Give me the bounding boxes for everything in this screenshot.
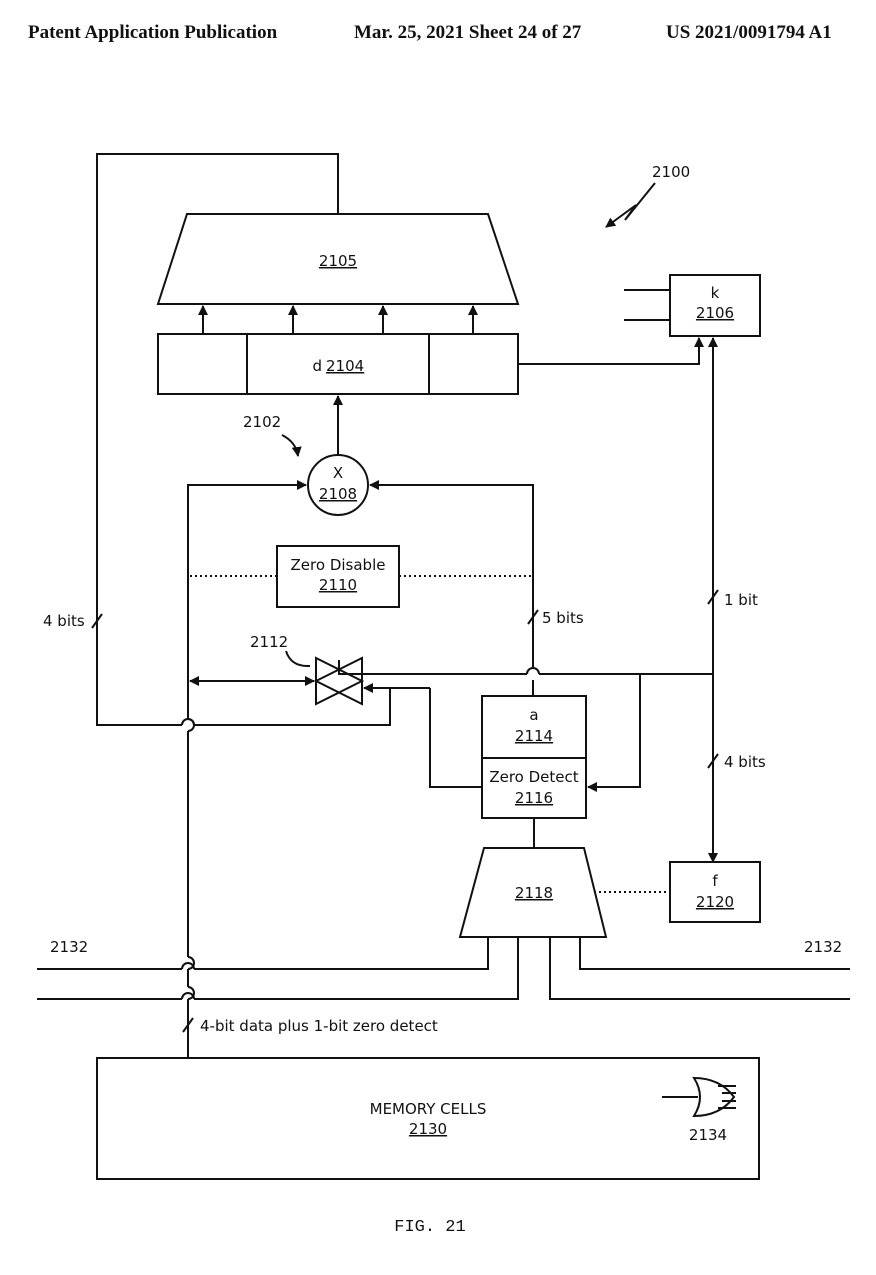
or-gate-2134 [692,1076,736,1118]
label-2132-right: 2132 [804,938,842,956]
label-2116: 2116 [515,789,553,807]
label-2130: 2130 [409,1120,447,1138]
label-2120: 2120 [696,893,734,911]
label-a: a [529,706,538,724]
f-register-2120 [669,861,761,923]
label-zero-detect: Zero Detect [489,768,578,786]
page-header: Patent Application Publication Mar. 25, … [0,20,876,50]
label-2112: 2112 [250,633,288,651]
label-2108: 2108 [319,485,357,503]
mux-2118 [458,847,608,938]
label-2102: 2102 [243,413,281,431]
label-2114: 2114 [515,727,553,745]
label-2134: 2134 [689,1126,727,1144]
mux-2105 [156,213,520,305]
label-2132-left: 2132 [50,938,88,956]
label-2104: 2104 [326,357,364,375]
label-1-bit: 1 bit [724,591,758,609]
zero-detect-2116 [481,757,587,819]
label-4-bits-left: 4 bits [43,612,85,630]
label-2110: 2110 [319,576,357,594]
label-k: k [711,284,720,302]
header-date-sheet: Mar. 25, 2021 Sheet 24 of 27 [354,22,582,43]
label-2100: 2100 [652,163,690,181]
label-f: f [712,872,718,890]
header-patent-number: US 2021/0091794 A1 [666,22,832,43]
label-d: d [312,357,322,375]
header-publication: Patent Application Publication [28,22,278,43]
label-2105: 2105 [319,252,357,270]
label-4-bits-right: 4 bits [724,753,766,771]
label-data-bits: 4-bit data plus 1-bit zero detect [200,1017,438,1035]
label-x: X [333,464,343,482]
label-zero-disable: Zero Disable [291,556,386,574]
label-2106: 2106 [696,304,734,322]
k-register-2106 [669,274,761,337]
label-memory-cells: MEMORY CELLS [370,1100,487,1118]
label-5-bits: 5 bits [542,609,584,627]
memory-cells-2130 [96,1057,760,1180]
figure-caption: FIG. 21 [394,1218,465,1237]
label-2118: 2118 [515,884,553,902]
